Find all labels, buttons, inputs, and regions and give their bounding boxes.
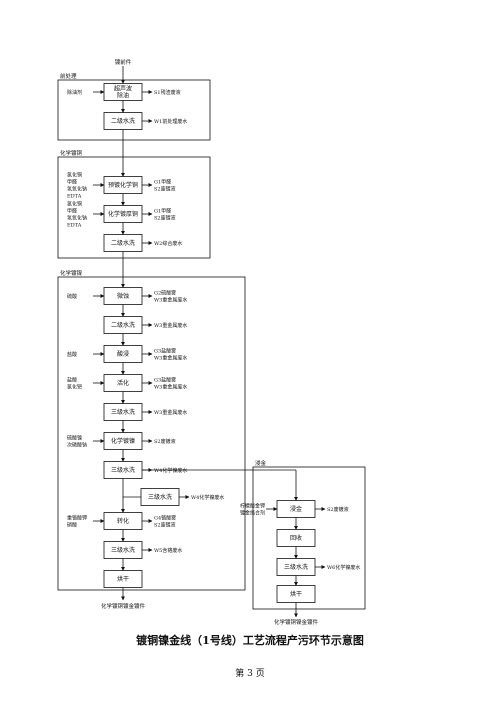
output-convert-0: G4铬酸雾: [154, 515, 176, 522]
step-label-rinse6: 三级水洗: [148, 493, 172, 501]
output-predip-0: G1甲醛: [154, 179, 171, 186]
step-label-rinse2: 二级水洗: [111, 239, 135, 247]
step-label-immgold: 浸金: [290, 505, 302, 513]
input-immgold-1: 镀金络合剂: [240, 510, 265, 517]
input-activate-0: 盐酸: [67, 377, 77, 384]
output-microetch-1: W3重金属废水: [154, 297, 187, 304]
step-label-rinse4: 三级水洗: [111, 408, 135, 416]
section-title-pretreat: 前处理: [60, 72, 77, 80]
input-cuplate-3: EDTA: [67, 223, 82, 229]
process-step-rinse7: [103, 541, 143, 559]
process-step-rinse5: [103, 461, 143, 479]
input-activate-1: 氯化钯: [67, 384, 82, 391]
output-rinse5-0: W4化学镍废水: [154, 467, 187, 474]
step-label-rinse8: 三级水洗: [284, 563, 308, 571]
process-step-activate: [103, 374, 143, 392]
output-immgold-0: S2废镀液: [327, 506, 349, 513]
process-step-ultrasonic: [103, 83, 143, 101]
input-convert-1: 硝酸: [67, 522, 77, 529]
input-acid-0: 盐酸: [67, 351, 77, 358]
process-step-rinse3: [103, 316, 143, 334]
section-title-ni: 化学镀镍: [60, 269, 83, 277]
step-label-rinse3: 二级水洗: [111, 321, 135, 329]
output-activate-1: W3重金属废水: [154, 384, 187, 391]
step-label-rinse7: 三级水洗: [111, 546, 135, 554]
step-label-microetch: 微蚀: [117, 292, 129, 300]
output-rinse7-0: W5含铬废水: [154, 547, 182, 554]
output-convert-1: S2废镀液: [154, 522, 176, 529]
input-cuplate-1: 甲醛: [67, 208, 77, 215]
input-niplate-1: 次磷酸钠: [67, 442, 87, 449]
process-step-niplate: [103, 432, 143, 450]
process-step-microetch: [103, 287, 143, 305]
process-step-cuplate: [103, 205, 143, 223]
step-label-rinse1: 二级水洗: [111, 117, 135, 125]
input-cuplate-0: 氯化铜: [67, 201, 82, 208]
process-step-dry2: [276, 585, 316, 603]
step-label-niplate: 化学镀镍: [111, 437, 135, 445]
page-number: 第 3 页: [235, 669, 265, 679]
process-step-acid: [103, 345, 143, 363]
section-title-au: 浸金: [255, 459, 267, 467]
process-step-recover: [276, 529, 316, 547]
input-ultrasonic-0: 除油剂: [67, 89, 82, 96]
step-label-cuplate: 化学镀厚铜: [108, 210, 138, 218]
step-label-rinse5: 三级水洗: [111, 466, 135, 474]
section-box-cu: [57, 156, 211, 259]
step-label-ultrasonic: 超声波: [114, 85, 132, 93]
input-immgold-0: 柠檬酸金钾: [240, 503, 265, 510]
figure-caption: 镀铜镍金线（1号线）工艺流程产污环节示意图: [136, 634, 364, 647]
output-rinse6-0: W4化学镍废水: [191, 494, 224, 501]
output-rinse2-0: W2综合废水: [154, 240, 182, 247]
step-label-recover: 回收: [290, 534, 302, 542]
output-predip-1: S2废镀液: [154, 186, 176, 193]
process-step-rinse2: [103, 234, 143, 252]
step-label-convert: 转化: [117, 517, 129, 525]
step-label-activate: 活化: [117, 379, 129, 387]
output-rinse8-0: W6化学镍废水: [327, 564, 360, 571]
output-cuplate-0: G1甲醛: [154, 208, 171, 215]
input-predip-3: EDTA: [67, 194, 82, 200]
input-predip-2: 氢氧化钠: [67, 186, 87, 193]
process-step-rinse4: [103, 403, 143, 421]
process-step-rinse6: [140, 488, 180, 506]
step-label-dry2: 烘干: [290, 590, 302, 598]
input-convert-0: 重铬酸钾: [67, 515, 87, 522]
output-rinse4-0: W3重金属废水: [154, 409, 187, 416]
process-step-rinse8: [276, 558, 316, 576]
step-label-ultrasonic-2: 除油: [117, 92, 129, 100]
section-title-cu: 化学镀铜: [60, 149, 83, 157]
section-box-au: [252, 466, 366, 610]
output-microetch-0: G2硫酸雾: [154, 290, 176, 297]
step-label-acid: 酸浸: [117, 350, 129, 358]
process-step-rinse1: [103, 112, 143, 130]
output-activate-0: G3盐酸雾: [154, 377, 176, 384]
output-acid-0: G3盐酸雾: [154, 348, 176, 355]
output-label-left: 化学镀铜镀金镀件: [101, 602, 146, 610]
input-cuplate-2: 氢氧化钠: [67, 215, 87, 222]
output-rinse3-0: W3重金属废水: [154, 322, 187, 329]
process-step-convert: [103, 512, 143, 530]
section-box-ni: [57, 276, 246, 591]
input-microetch-0: 硫酸: [67, 293, 77, 300]
input-label: 镀前件: [115, 58, 132, 66]
output-cuplate-1: S2废镀液: [154, 215, 176, 222]
step-label-dry: 烘干: [117, 575, 129, 583]
output-label-right: 化学镀铜镍金镀件: [274, 618, 319, 626]
output-rinse1-0: W1前处理废水: [154, 118, 187, 125]
output-ultrasonic-0: S1残渣废液: [154, 89, 181, 96]
input-predip-0: 氯化铜: [67, 172, 82, 179]
output-niplate-0: S2废镀液: [154, 438, 176, 445]
output-acid-1: W3重金属废水: [154, 355, 187, 362]
process-step-dry: [103, 570, 143, 588]
input-predip-1: 甲醛: [67, 179, 77, 186]
process-step-immgold: [276, 500, 316, 518]
input-niplate-0: 硫酸镍: [67, 435, 82, 442]
step-label-predip: 预镀化学铜: [108, 181, 138, 189]
process-step-predip: [103, 176, 143, 194]
section-box-pretreat: [57, 79, 211, 141]
